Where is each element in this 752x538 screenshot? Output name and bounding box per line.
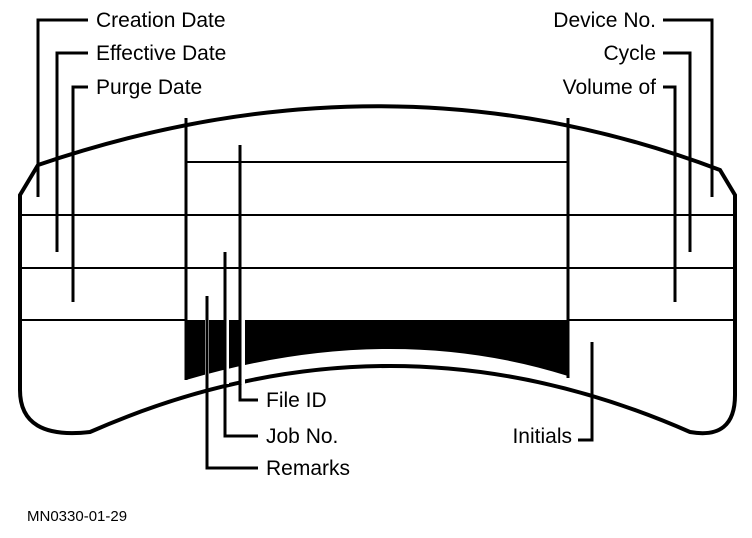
purge-date-label: Purge Date <box>96 76 202 99</box>
label-outline <box>18 104 737 436</box>
remarks-label: Remarks <box>266 457 350 480</box>
job-no-leader <box>223 252 258 438</box>
cycle-label: Cycle <box>603 42 656 65</box>
effective-date-label: Effective Date <box>96 42 226 65</box>
field-rules <box>22 161 733 321</box>
job-no-label: Job No. <box>266 425 338 448</box>
device-no-label: Device No. <box>553 9 656 32</box>
effective-date-leader <box>55 51 88 252</box>
file-id-leader <box>238 145 258 402</box>
initials-label: Initials <box>512 425 572 448</box>
volume-of-leader <box>663 85 677 302</box>
cycle-leader <box>663 51 692 252</box>
creation-date-leader <box>36 18 88 197</box>
leader-lines <box>36 18 714 470</box>
file-id-label: File ID <box>266 389 327 412</box>
volume-of-label: Volume of <box>563 76 657 99</box>
device-no-leader <box>663 18 714 197</box>
remarks-leader <box>205 296 258 470</box>
purge-date-leader <box>71 85 88 302</box>
section-dividers <box>184 118 570 380</box>
black-stripe <box>186 320 568 380</box>
initials-leader <box>578 342 594 442</box>
figure-id: MN0330-01-29 <box>27 508 127 525</box>
creation-date-label: Creation Date <box>96 9 226 32</box>
